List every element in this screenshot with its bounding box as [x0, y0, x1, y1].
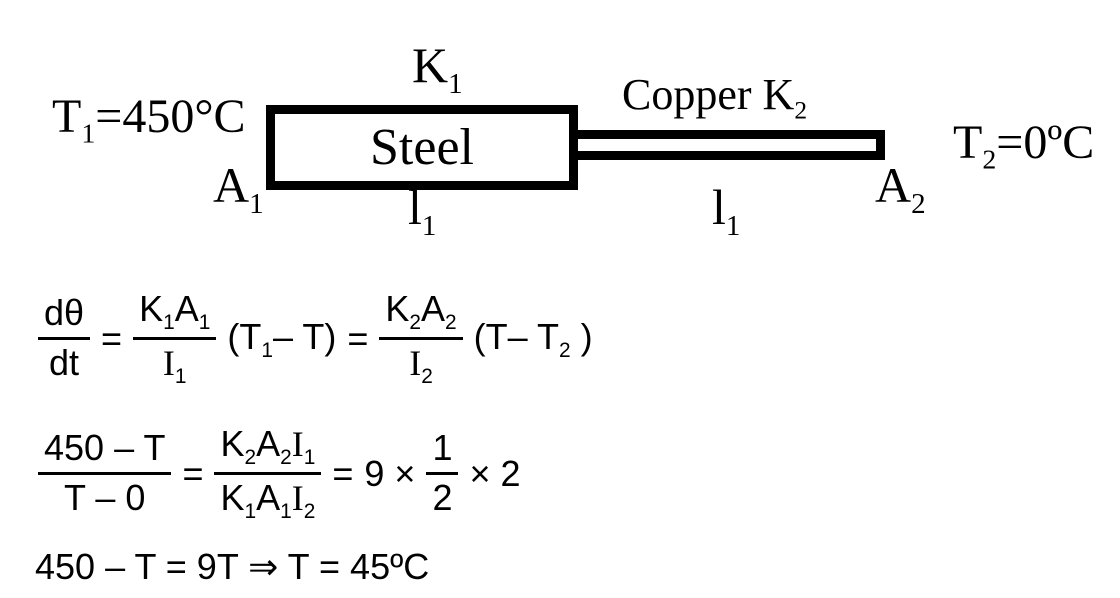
final-result-text: 450 – T = 9T ⇒ T = 45ºC: [35, 546, 430, 587]
fraction-k1a1-l1: K1A1 I1: [133, 288, 217, 388]
fraction-numerator: 450 – T: [38, 428, 172, 475]
fraction-dtheta-dt: dθ dt: [38, 293, 91, 383]
fraction-k2a2-l2: K2A2 I2: [379, 288, 463, 388]
copper-rod: [578, 130, 885, 160]
times-two-term: × 2: [469, 452, 521, 494]
fraction-numerator: 1: [426, 428, 459, 475]
equals-sign: =: [182, 452, 204, 494]
equals-sign: =: [332, 452, 354, 494]
fraction-denominator: I1: [162, 342, 187, 388]
fraction-numerator: K2A2I1: [214, 423, 322, 475]
steel-conductivity-label: K1: [412, 37, 463, 101]
fraction-numerator: dθ: [38, 293, 91, 340]
fraction-constants-ratio: K2A2I1 K1A1I2: [214, 423, 322, 523]
equals-sign: =: [101, 317, 123, 359]
fraction-one-half: 1 2: [426, 428, 459, 518]
fraction-denominator: 2: [432, 476, 453, 518]
temperature-difference-term-2: (T– T2 ): [473, 315, 593, 362]
right-temperature-label: T2=0ºC: [953, 116, 1095, 176]
fraction-numerator: K2A2: [379, 288, 463, 340]
copper-length-label: l1: [712, 179, 741, 243]
fraction-denominator: dt: [49, 341, 80, 383]
temperature-difference-term-1: (T1– T): [227, 315, 337, 362]
nine-times-term: 9 ×: [364, 452, 416, 494]
fraction-450-minus-t: 450 – T T – 0: [38, 428, 172, 518]
steel-length-label: l1: [408, 179, 437, 243]
steel-rod: Steel: [266, 105, 578, 190]
left-temperature-label: T1=450°C: [52, 90, 246, 150]
fraction-numerator: K1A1: [133, 288, 217, 340]
steel-rod-material-label: Steel: [370, 118, 474, 176]
fraction-denominator: I2: [409, 342, 433, 388]
fraction-denominator: T – 0: [64, 476, 146, 518]
equation-heat-rate: dθ dt = K1A1 I1 (T1– T) = K2A2 I2 (T– T2…: [38, 288, 593, 388]
fraction-denominator: K1A1I2: [220, 476, 316, 523]
equals-sign: =: [347, 317, 369, 359]
copper-area-label: A2: [875, 157, 926, 221]
equation-temperature-ratio: 450 – T T – 0 = K2A2I1 K1A1I2 = 9 × 1 2 …: [38, 423, 521, 523]
equation-final-result: 450 – T = 9T ⇒ T = 45ºC: [35, 545, 429, 588]
copper-conductivity-label: Copper K2: [622, 70, 808, 125]
steel-area-label: A1: [213, 157, 264, 221]
